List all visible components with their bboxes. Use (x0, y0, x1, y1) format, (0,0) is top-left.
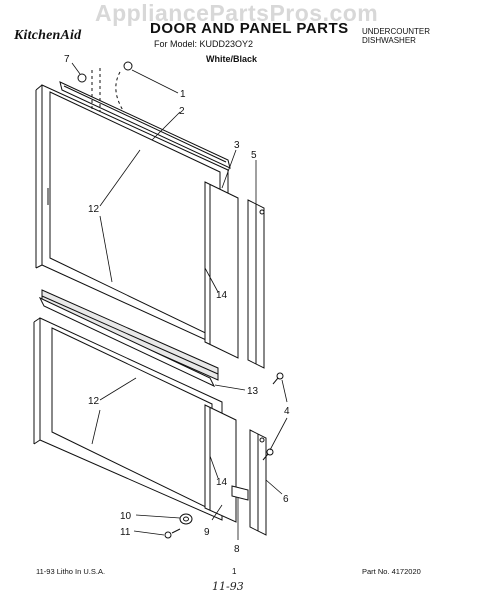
callout-3: 3 (234, 140, 240, 151)
callout-12-lower: 12 (88, 396, 100, 407)
callout-2: 2 (179, 106, 185, 117)
page-title: DOOR AND PANEL PARTS (150, 20, 349, 37)
callout-12-upper: 12 (88, 204, 100, 215)
callout-14-upper: 14 (216, 290, 228, 301)
watermark: AppliancePartsPros.com (95, 0, 379, 26)
top-trim-strip (59, 81, 231, 169)
callout-6: 6 (283, 494, 289, 505)
bottom-bracket (231, 485, 249, 501)
callout-1: 1 (180, 89, 186, 100)
lower-door-panel (33, 317, 223, 521)
footer-part-number: Part No. 4172020 (362, 567, 421, 576)
lower-side-trim (249, 429, 267, 536)
category-line-1: UNDERCOUNTER (362, 27, 430, 36)
callout-4: 4 (284, 406, 290, 417)
callout-10: 10 (120, 511, 132, 522)
footer-page-number: 1 (232, 567, 237, 576)
callout-13: 13 (247, 386, 259, 397)
side-screws (262, 372, 284, 461)
brand-logo: KitchenAid (14, 28, 82, 43)
callout-5: 5 (251, 150, 257, 161)
color-variant: White/Black (206, 54, 258, 64)
middle-trim-strip (38, 289, 219, 388)
model-number: For Model: KUDD23OY2 (154, 39, 254, 49)
callout-14-lower: 14 (216, 477, 228, 488)
lower-panel-insert (204, 404, 237, 523)
callout-labels: 1 2 3 5 7 12 14 13 4 12 14 6 10 11 9 8 (64, 54, 290, 555)
callout-11: 11 (120, 527, 131, 538)
top-screw-hardware (77, 61, 133, 113)
category-line-2: DISHWASHER (362, 36, 416, 45)
upper-side-trim (247, 199, 265, 369)
callout-9: 9 (204, 527, 210, 538)
footer-litho: 11-93 Litho In U.S.A. (36, 567, 106, 576)
leader-lines (71, 62, 288, 540)
callout-8: 8 (234, 544, 240, 555)
bottom-bumper-hardware (164, 513, 193, 539)
callout-7: 7 (64, 54, 70, 65)
upper-panel-insert (204, 181, 239, 359)
handwritten-date: 11-93 (212, 580, 244, 593)
